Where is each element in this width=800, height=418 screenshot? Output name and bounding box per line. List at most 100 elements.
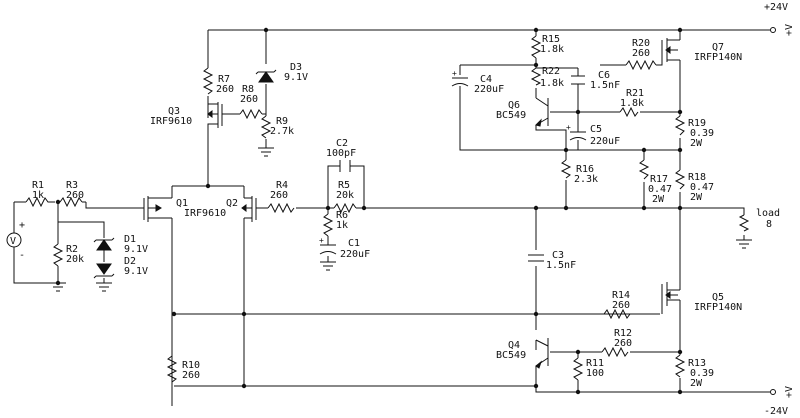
c1-name: C1: [348, 238, 360, 249]
resistor-r20-symbol: [625, 59, 657, 71]
capacitor-c6-symbol: [571, 75, 585, 85]
mosfet-q3-symbol: [207, 96, 223, 133]
zener-d1-symbol: [93, 237, 115, 262]
svg-text:+: +: [319, 236, 324, 245]
d3-value: 9.1V: [284, 72, 308, 83]
r16-value: 2.3k: [574, 174, 598, 185]
mosfet-q1-symbol: [143, 196, 172, 222]
r6-value: 1k: [336, 220, 348, 231]
source-glyph: V: [10, 236, 16, 247]
wires: [13, 29, 770, 406]
r20-name: R20: [632, 38, 650, 49]
capacitor-c5-symbol: +: [566, 123, 587, 150]
ground-symbol: [320, 261, 336, 271]
q5-part: IRFP140N: [694, 302, 742, 313]
r19-name: R19: [688, 118, 706, 129]
r21-name: R21: [626, 88, 644, 99]
q5-name: Q5: [712, 292, 724, 303]
d1-name: D1: [124, 234, 136, 245]
transistors: [143, 38, 680, 376]
r14-value: 260: [612, 300, 630, 311]
zener-d3-symbol: [255, 69, 277, 83]
r15-name: R15: [542, 34, 560, 45]
c3-value: 1.5nF: [546, 260, 576, 271]
r13-rating: 2W: [690, 378, 703, 389]
resistor-r1-symbol: [25, 196, 50, 208]
r13-value: 0.39: [690, 368, 714, 379]
ground-symbol: [50, 282, 66, 292]
r1-name: R1: [32, 180, 44, 191]
resistor-r10-symbol: [166, 355, 178, 383]
r6-name: R6: [336, 210, 348, 221]
r21-value: 1.8k: [620, 98, 644, 109]
q2-name: Q2: [226, 198, 238, 209]
signal-source: V + -: [6, 220, 25, 261]
source-minus: -: [19, 250, 25, 261]
capacitor-c1-symbol: +: [319, 236, 337, 255]
q1-name: Q1: [176, 198, 188, 209]
resistor-r9-symbol: [260, 115, 272, 139]
junctions: [55, 27, 683, 395]
q3-part: IRF9610: [150, 116, 192, 127]
source-plus: +: [19, 220, 25, 231]
r9-name: R9: [276, 116, 288, 127]
r7-name: R7: [218, 74, 230, 85]
resistor-r6-symbol: [322, 213, 334, 237]
r9-value: 2.7k: [270, 126, 294, 137]
d3-name: D3: [290, 62, 302, 73]
r10-name: R10: [182, 360, 200, 371]
resistor-r17-symbol: [638, 159, 650, 180]
r14-name: R14: [612, 290, 630, 301]
svg-text:+: +: [566, 123, 571, 132]
r22-value: 1.8k: [540, 78, 564, 89]
svg-text:+: +: [452, 69, 457, 78]
resistor-r5-symbol: [333, 202, 357, 214]
load-resistor: [738, 214, 750, 232]
ground-symbol: [258, 147, 274, 157]
r17-value: 0.47: [648, 184, 672, 195]
resistor-r13-symbol: [674, 354, 686, 378]
resistors: [25, 35, 686, 383]
r11-name: R11: [586, 358, 604, 369]
r2-value: 20k: [66, 254, 84, 265]
capacitor-c3-symbol: [528, 254, 544, 262]
capacitor-c2-symbol: [339, 160, 351, 172]
rail-negative-label: -24V: [764, 406, 788, 417]
r10-value: 260: [182, 370, 200, 381]
q6-name: Q6: [508, 100, 520, 111]
resistor-r14-symbol: [603, 308, 631, 320]
resistor-r4-symbol: [267, 202, 295, 214]
diodes: [93, 69, 277, 279]
q7-name: Q7: [712, 42, 724, 53]
r4-value: 260: [270, 190, 288, 201]
resistor-r16-symbol: [560, 159, 572, 179]
ground-symbol: [736, 239, 752, 249]
r18-rating: 2W: [690, 192, 703, 203]
load-value: 8: [766, 219, 772, 230]
c2-name: C2: [336, 138, 348, 149]
mosfet-q2-symbol: [241, 196, 257, 222]
r18-value: 0.47: [690, 182, 714, 193]
r17-name: R17: [650, 174, 668, 185]
r4-name: R4: [276, 180, 288, 191]
resistor-r3-symbol: [59, 196, 83, 208]
capacitors: + + +: [319, 69, 587, 262]
q3-name: Q3: [168, 106, 180, 117]
mosfet-q5-symbol: [661, 282, 680, 306]
r16-name: R16: [576, 164, 594, 175]
r18-name: R18: [688, 172, 706, 183]
c2-value: 100pF: [326, 148, 356, 159]
bjt-q4-symbol: [535, 338, 549, 376]
resistor-r8-symbol: [239, 108, 263, 120]
load-symbol: [738, 214, 750, 232]
q12-part: IRF9610: [184, 208, 226, 219]
r7-value: 260: [216, 84, 234, 95]
r3-name: R3: [66, 180, 78, 191]
capacitor-c4-symbol: +: [451, 69, 469, 87]
labels: +24V -24V +V +V R1 1k R3 260 R2 20k D1 9…: [32, 2, 795, 417]
rail-negative-terminal: +V: [784, 386, 795, 398]
bjt-q6-symbol: [535, 97, 549, 127]
r13-name: R13: [688, 358, 706, 369]
grounds: [50, 147, 752, 292]
resistor-r18-symbol: [674, 169, 686, 190]
